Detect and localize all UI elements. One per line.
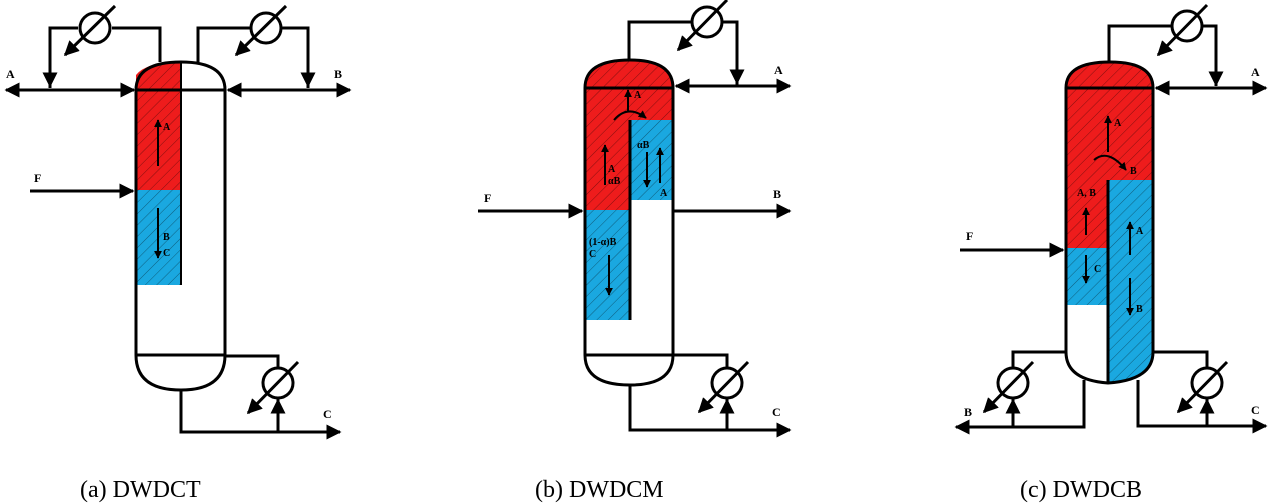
reboiler-icon [710,366,744,400]
stream-label-a: A [774,63,783,77]
internal-label: A [163,122,171,133]
internal-label: C [1094,264,1101,275]
condenser-icon [1170,9,1204,43]
stream-label-a: A [1251,65,1260,79]
internal-label: A [660,188,668,199]
stream-label-c: C [323,407,332,421]
caption-b: (b) DWDCM [535,477,664,503]
stream-label-a: A [6,67,15,81]
internal-label: A [608,164,616,175]
internal-label: αB [608,176,621,187]
condenser-icon [249,11,283,45]
internal-label: αB [637,140,650,151]
internal-label: A [1114,118,1122,129]
internal-label: B [163,232,170,243]
caption-c: (c) DWDCB [1020,477,1142,503]
diagram-dwdcm: A F B A A αB αB A (1-α)B C C [478,0,792,438]
internal-label: B [1130,166,1137,177]
stream-label-b: B [773,187,781,201]
caption-a: (a) DWDCT [80,477,201,503]
reboiler-icon [996,366,1030,400]
reboiler-icon [1190,366,1224,400]
reboiler-icon [261,366,295,400]
internal-label: C [163,248,170,259]
stream-label-b: B [964,405,972,419]
diagram-dwdct: A B F A B C C [4,4,352,440]
condenser-icon [690,5,724,39]
stream-label-c: C [1251,403,1260,417]
internal-label: A, B [1077,188,1096,199]
internal-label: (1-α)B [589,237,617,248]
internal-label: A [1136,226,1144,237]
stream-label-b: B [334,67,342,81]
condenser-icon [78,11,112,45]
diagram-dwdcb: A F A B A, B C A B B C [954,3,1268,435]
internal-label: A [634,90,642,101]
feed-label: F [966,229,973,243]
internal-label: C [589,249,596,260]
stream-label-c: C [772,405,781,419]
feed-label: F [484,191,491,205]
internal-label: B [1136,304,1143,315]
feed-label: F [34,171,41,185]
